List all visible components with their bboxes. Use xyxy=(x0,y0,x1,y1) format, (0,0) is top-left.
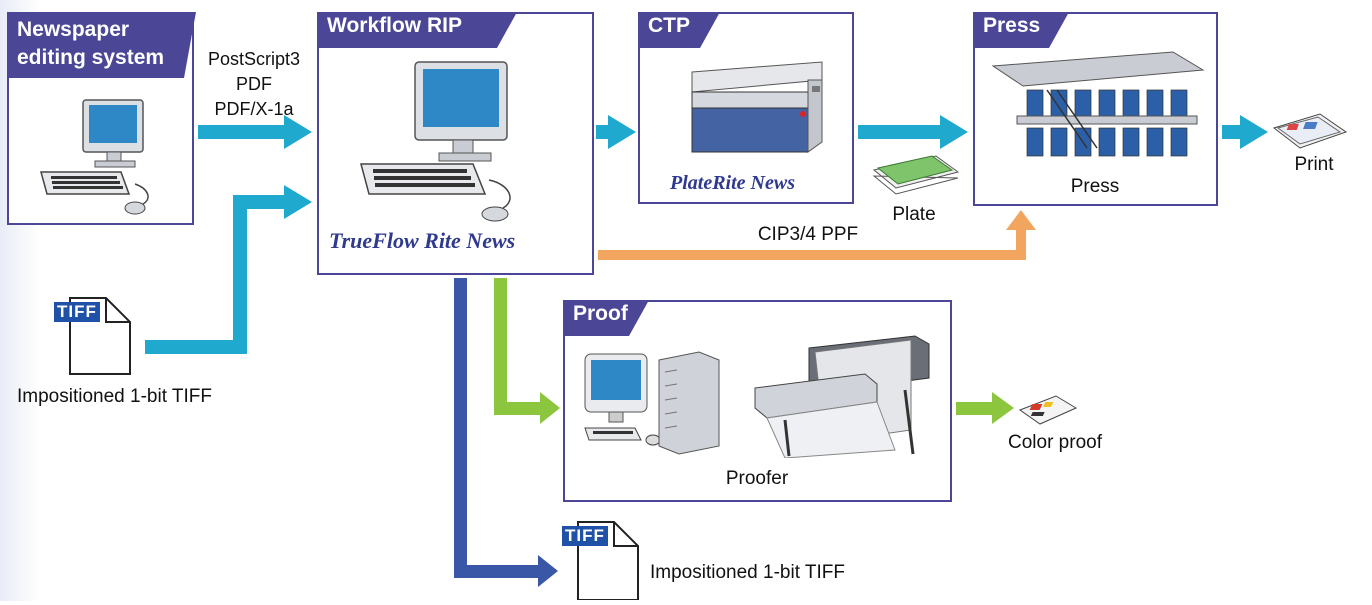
tiff-badge: TIFF xyxy=(54,302,100,322)
proofer-label: Proofer xyxy=(725,468,789,489)
computer-icon xyxy=(40,99,149,215)
mac-computer-icon xyxy=(584,351,720,455)
print-label: Print xyxy=(1294,154,1334,175)
format-postscript3: PostScript3 xyxy=(207,49,301,69)
arrow-proof-to-colorproof xyxy=(956,392,1014,424)
press-title: Press xyxy=(973,12,1069,48)
editing-system-box: Newspaper editing system xyxy=(7,12,194,225)
platerite-logo: PlateRite News xyxy=(670,172,795,194)
arrow-rip-to-proof xyxy=(494,278,560,424)
format-list: PostScript3 PDF PDF/X-1a xyxy=(208,47,300,122)
format-pdf: PDF xyxy=(235,74,272,94)
tiff-out-label: Impositioned 1-bit TIFF xyxy=(650,562,846,583)
plate-stack-icon xyxy=(872,155,960,195)
tiff-in-label: Impositioned 1-bit TIFF xyxy=(17,386,213,407)
ctp-title: CTP xyxy=(638,12,720,48)
trueflow-logo: TrueFlow Rite News xyxy=(329,228,516,253)
tiff-badge: TIFF xyxy=(562,526,608,546)
large-printer-icon xyxy=(754,335,930,458)
ctp-device-icon xyxy=(691,61,823,153)
computer-icon xyxy=(360,61,511,222)
press-machine-icon xyxy=(991,51,1205,157)
arrow-tiff-to-rip xyxy=(145,185,312,354)
arrow-cip3-to-press xyxy=(598,210,1036,260)
print-stack-icon xyxy=(1272,113,1348,149)
tiff-file-icon: TIFF xyxy=(54,296,134,376)
proof-title: Proof xyxy=(563,300,649,336)
arrow-press-to-print xyxy=(1222,115,1268,149)
proof-box: Proof Proofer xyxy=(563,300,952,502)
arrow-rip-to-ctp xyxy=(596,115,636,149)
cip3-ppf-label: CIP3/4 PPF xyxy=(757,224,859,245)
press-box: Press Press xyxy=(973,12,1218,206)
workflow-rip-box: Workflow RIP TrueFlow Rite News xyxy=(317,12,594,275)
color-proof-label: Color proof xyxy=(1008,432,1102,453)
format-pdfx1a: PDF/X-1a xyxy=(214,99,294,119)
plate-label: Plate xyxy=(892,204,936,225)
color-proof-icon xyxy=(1018,395,1078,425)
tiff-file-icon: TIFF xyxy=(562,520,642,601)
arrow-rip-to-tiff-out xyxy=(454,278,558,587)
press-label: Press xyxy=(1070,176,1120,197)
workflow-rip-title: Workflow RIP xyxy=(317,12,517,48)
ctp-box: CTP PlateRite News xyxy=(638,12,854,204)
arrow-editing-to-rip xyxy=(198,115,312,149)
editing-system-title: Newspaper editing system xyxy=(7,12,196,78)
arrow-ctp-to-press xyxy=(858,115,968,149)
